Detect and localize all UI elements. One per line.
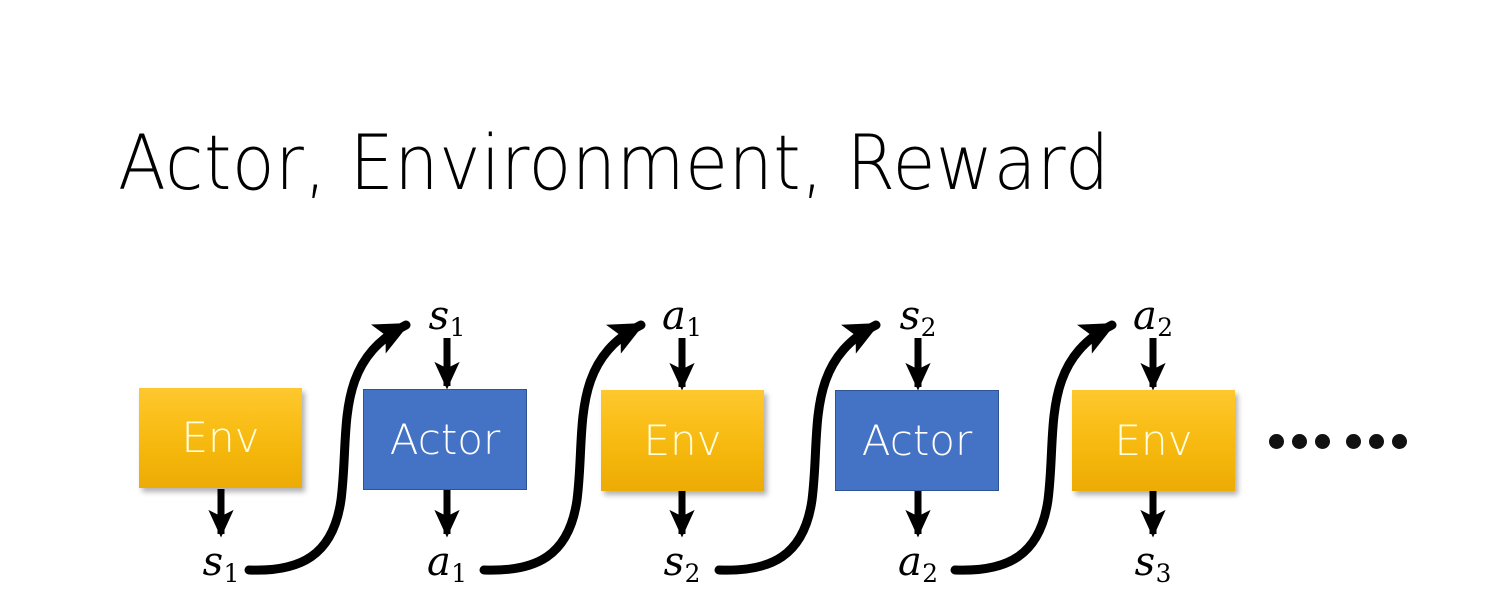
node-box-label: Env [643,415,722,465]
node-box-env-1[interactable]: Env [139,388,302,488]
top-label-subscript: 2 [920,313,937,343]
top-label-col-3: a1 [662,296,702,341]
bottom-label-col-3: s2 [664,542,701,587]
bottom-label-subscript: 2 [922,559,939,589]
bottom-label-col-5: s3 [1135,542,1172,587]
bottom-label-subscript: 2 [684,559,701,589]
node-box-label: Actor [389,414,501,464]
ellipsis-dot [1369,434,1384,449]
ellipsis-dot [1315,434,1330,449]
bottom-label-col-1: s1 [203,542,240,587]
bottom-label-col-2: a1 [427,542,467,587]
bottom-label-subscript: 3 [1155,559,1172,589]
ellipsis-dot [1292,434,1307,449]
node-box-env-2[interactable]: Env [601,390,764,491]
top-label-symbol: a [661,293,686,339]
top-label-subscript: 2 [1157,313,1174,343]
bottom-label-col-4: a2 [898,542,938,587]
top-label-col-4: s2 [900,296,937,341]
bottom-label-symbol: s [202,539,224,585]
bottom-label-subscript: 1 [451,559,468,589]
node-box-label: Env [181,413,260,462]
ellipsis-dot [1392,434,1407,449]
top-label-col-5: a2 [1133,296,1173,341]
bottom-label-symbol: s [663,539,685,585]
bottom-label-symbol: a [897,539,922,585]
ellipsis-dot [1269,434,1284,449]
top-label-subscript: 1 [686,313,703,343]
node-box-env-3[interactable]: Env [1072,390,1235,491]
node-box-actor-2[interactable]: Actor [835,390,999,491]
node-box-label: Env [1114,415,1193,465]
top-label-col-2: s1 [429,296,466,341]
page-title: Actor, Environment, Reward [118,118,1110,207]
top-label-symbol: s [899,293,921,339]
bottom-label-subscript: 1 [223,559,240,589]
top-label-subscript: 1 [449,313,466,343]
ellipsis-dot [1346,434,1361,449]
node-box-label: Actor [861,415,973,465]
top-label-symbol: s [428,293,450,339]
node-box-actor-1[interactable]: Actor [363,389,527,490]
bottom-label-symbol: s [1134,539,1156,585]
bottom-label-symbol: a [426,539,451,585]
top-label-symbol: a [1132,293,1157,339]
continuation-ellipsis [1269,434,1407,449]
